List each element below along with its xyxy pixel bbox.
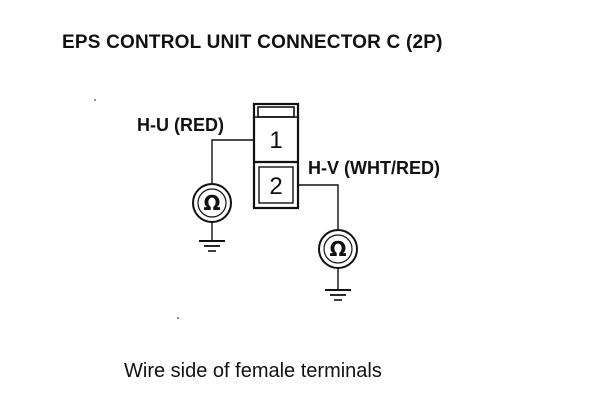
caption: Wire side of female terminals [124, 360, 382, 382]
connector-housing [252, 102, 300, 210]
ohmmeter-right: Ω [318, 229, 358, 301]
ohmmeter-inner-ring [323, 234, 353, 264]
wire-h-v [298, 184, 339, 230]
scan-speck [94, 99, 96, 101]
wire-label-h-v: H-V (WHT/RED) [308, 158, 440, 178]
ohm-icon: Ω [203, 191, 220, 215]
ground-icon [199, 240, 225, 252]
pin-2-cavity [258, 166, 294, 204]
pin-1-number: 1 [269, 127, 282, 154]
ohm-icon: Ω [329, 237, 346, 261]
connector-lock-tab [257, 106, 295, 118]
wire-label-h-u: H-U (RED) [137, 115, 224, 135]
scan-speck [177, 317, 179, 319]
wire-h-u [211, 139, 254, 184]
ohmmeter-inner-ring [197, 188, 227, 218]
ground-icon [325, 289, 351, 301]
diagram-title: EPS CONTROL UNIT CONNECTOR C (2P) [62, 32, 443, 53]
connector-c: 1 2 [252, 102, 300, 210]
ohmmeter-left: Ω [192, 183, 232, 252]
pin-2-number: 2 [269, 173, 282, 200]
